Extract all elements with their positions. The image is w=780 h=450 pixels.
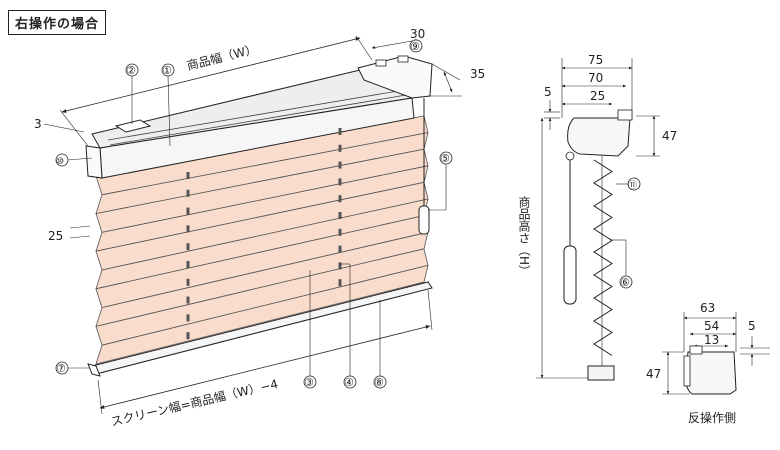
- side-view: 75 70 25 5 47: [517, 53, 677, 381]
- label-63: 63: [700, 301, 715, 315]
- cord-hole: [338, 245, 342, 253]
- label-pleat-pitch: 25: [48, 229, 63, 243]
- reverse-head-rail: [685, 351, 737, 395]
- label-25-side: 25: [590, 89, 605, 103]
- cord-hole: [186, 278, 190, 286]
- label-5-side: 5: [544, 85, 552, 99]
- callout-8: ⑧: [374, 376, 384, 389]
- dim-3: 3: [34, 117, 85, 133]
- label-5-small: 5: [748, 319, 756, 333]
- label-70: 70: [588, 71, 603, 85]
- cord-hole: [186, 189, 190, 197]
- callout-3: ③: [304, 376, 314, 389]
- label-product-height: 商品高さ（H）: [517, 195, 531, 277]
- callout-7: ⑦: [56, 362, 66, 375]
- cord-hole: [338, 178, 342, 186]
- cord-grip: [418, 205, 430, 235]
- side-cord-grip: [563, 245, 577, 305]
- cord-hole: [186, 332, 190, 340]
- reverse-bracket: [689, 345, 703, 355]
- label-30: 30: [410, 27, 425, 41]
- cord-hole: [338, 262, 342, 270]
- cord-hole: [338, 212, 342, 219]
- cord-hole: [186, 225, 190, 233]
- callout-9: ⑨: [410, 40, 420, 53]
- side-cord-pulley: [565, 151, 575, 161]
- cord-hole: [338, 128, 342, 135]
- callouts-main: ① ② ⑨ ⑩ ⑤ ⑦ ③ ④ ⑧: [55, 39, 453, 389]
- label-screen-width: スクリーン幅=商品幅（W）−4: [109, 376, 279, 429]
- callout-10: ⑩: [56, 157, 64, 167]
- label-35: 35: [470, 67, 485, 81]
- side-pleat-stack: [593, 159, 613, 356]
- cord-hole: [338, 228, 342, 236]
- callout-5: ⑤: [440, 152, 450, 165]
- callout-2: ②: [126, 64, 136, 77]
- label-54: 54: [704, 319, 719, 333]
- cord-hole: [338, 144, 342, 152]
- cord-hole: [186, 314, 190, 322]
- callout-4: ④: [344, 376, 354, 389]
- label-3: 3: [34, 117, 42, 131]
- cord-hole: [186, 296, 190, 304]
- cord-hole: [186, 261, 190, 268]
- label-75: 75: [588, 53, 603, 67]
- callout-6: ⑥: [620, 276, 630, 289]
- cord-hole: [186, 172, 190, 179]
- dim-pleat-pitch: 25: [48, 225, 91, 243]
- reverse-caption: 反操作側: [688, 410, 736, 425]
- cord-hole: [186, 243, 190, 251]
- cord-hole: [338, 279, 342, 287]
- side-bottom-rail: [587, 365, 615, 381]
- callout-11: ⑪: [628, 180, 637, 191]
- operation-box-window-1: [375, 59, 387, 67]
- diagram-title: 右操作の場合: [8, 10, 107, 35]
- label-47-side: 47: [662, 129, 677, 143]
- reverse-side-view: 63 54 13 5 47 反操作側: [646, 301, 770, 425]
- label-47-small: 47: [646, 367, 661, 381]
- cord-hole: [338, 195, 342, 203]
- reverse-cap: [683, 355, 691, 387]
- label-product-width: 商品幅（W）: [185, 41, 258, 73]
- label-13: 13: [704, 333, 719, 347]
- cord-hole: [186, 207, 190, 215]
- operation-box-window-2: [397, 55, 409, 63]
- head-rail-end-cap: [85, 145, 103, 179]
- side-head-rail: [567, 117, 631, 157]
- dim-30-35: 30 35: [371, 27, 485, 97]
- side-bracket: [617, 109, 633, 121]
- cord-hole: [338, 161, 342, 169]
- callout-1: ①: [162, 64, 172, 77]
